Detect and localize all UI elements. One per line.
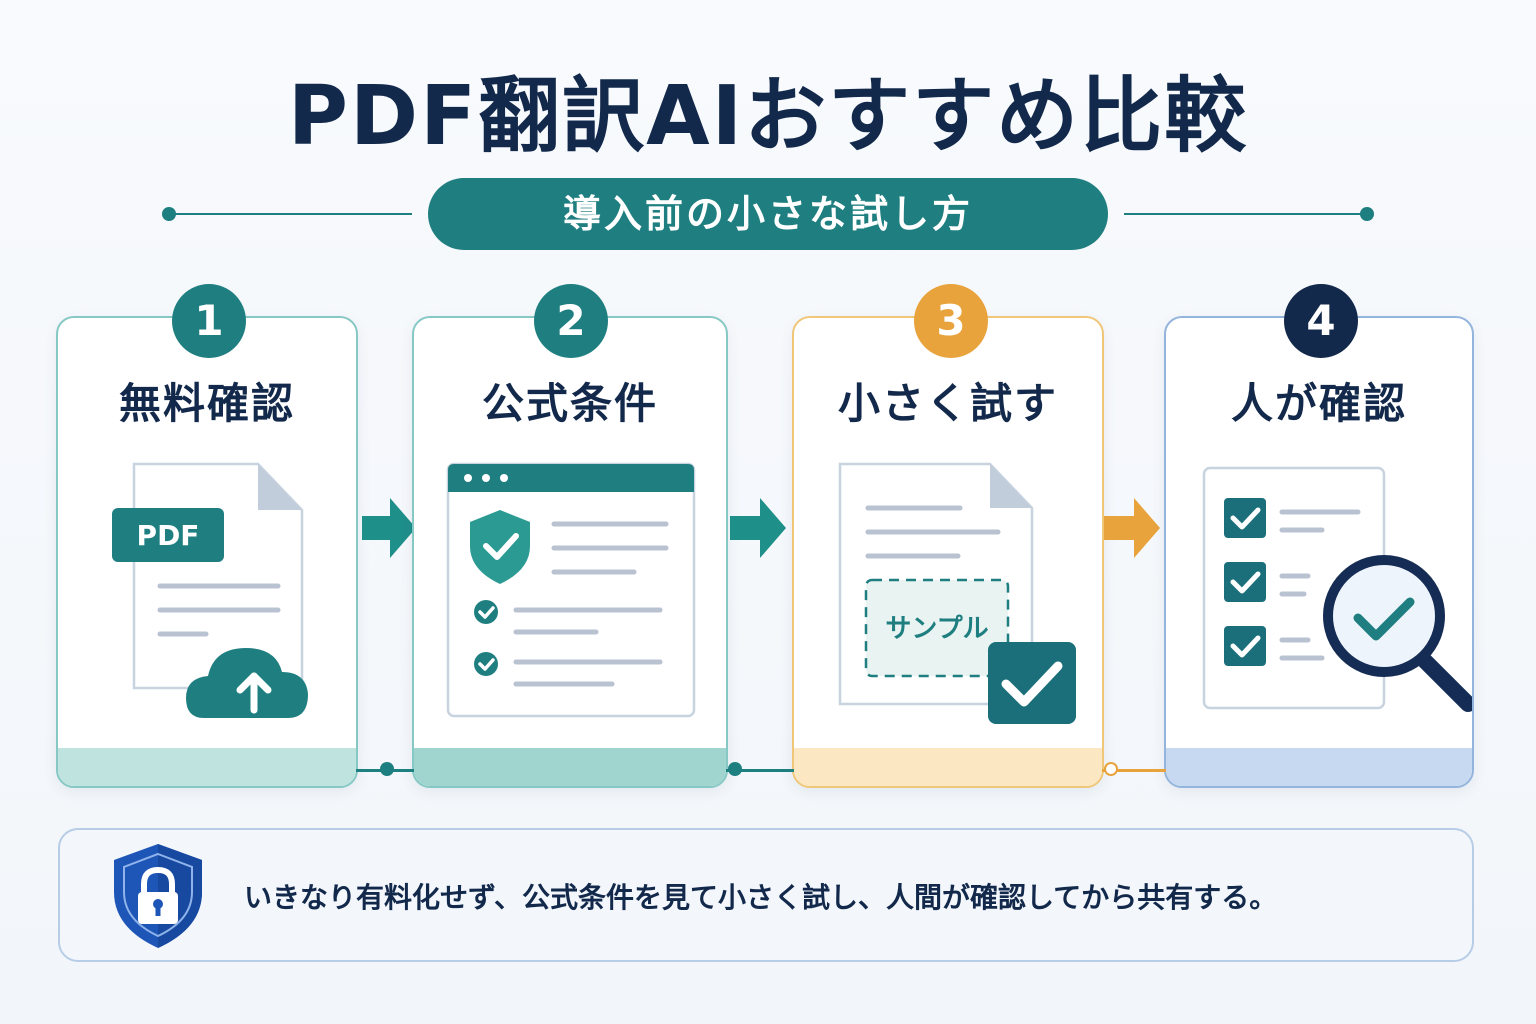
- step-badge-1: 1: [172, 284, 246, 358]
- step-card-2: 公式条件: [412, 316, 728, 788]
- arrow-right-icon: [730, 498, 786, 558]
- connector-line: [1102, 769, 1166, 772]
- sample-tag-label: サンプル: [885, 614, 988, 644]
- step-badge-2: 2: [534, 284, 608, 358]
- step-badge-3: 3: [914, 284, 988, 358]
- subtitle-pill: 導入前の小さな試し方: [428, 178, 1108, 250]
- shield-lock-icon: [114, 844, 202, 948]
- subtitle-left-line: [170, 213, 412, 215]
- card-base: [414, 748, 726, 786]
- arrow-right-icon: [362, 498, 416, 558]
- step-card-4: 人が確認: [1164, 316, 1474, 788]
- step-label-3: 小さく試す: [837, 379, 1058, 428]
- pdf-tag-label: PDF: [137, 519, 200, 552]
- page-title: PDF翻訳AIおすすめ比較: [287, 69, 1249, 164]
- step-label-2: 公式条件: [481, 379, 658, 428]
- connector-line: [726, 769, 794, 772]
- step-label-1: 無料確認: [118, 379, 295, 428]
- sample-document-icon: サンプル: [838, 462, 1076, 724]
- connector-dot: [1104, 762, 1118, 776]
- browser-shield-icon: [446, 462, 696, 718]
- connector-dot: [380, 762, 394, 776]
- note-text: いきなり有料化せず、公式条件を見て小さく試し、人間が確認してから共有する。: [244, 881, 1278, 914]
- note-box: [58, 828, 1474, 962]
- subtitle-left-dot: [162, 207, 176, 221]
- step-label-4: 人が確認: [1230, 379, 1407, 428]
- step-badge-4: 4: [1284, 284, 1358, 358]
- card-base: [58, 748, 356, 786]
- subtitle-right-dot: [1360, 207, 1374, 221]
- step-card-3: 小さく試す サンプル: [792, 316, 1104, 788]
- pdf-upload-icon: PDF: [112, 462, 308, 718]
- checklist-magnifier-icon: [1202, 466, 1472, 712]
- arrow-right-icon: [1104, 498, 1160, 558]
- connector-dot: [728, 762, 742, 776]
- subtitle-right-line: [1124, 213, 1366, 215]
- card-base: [1166, 748, 1472, 786]
- card-base: [794, 748, 1102, 786]
- step-card-1: 無料確認 PDF: [56, 316, 358, 788]
